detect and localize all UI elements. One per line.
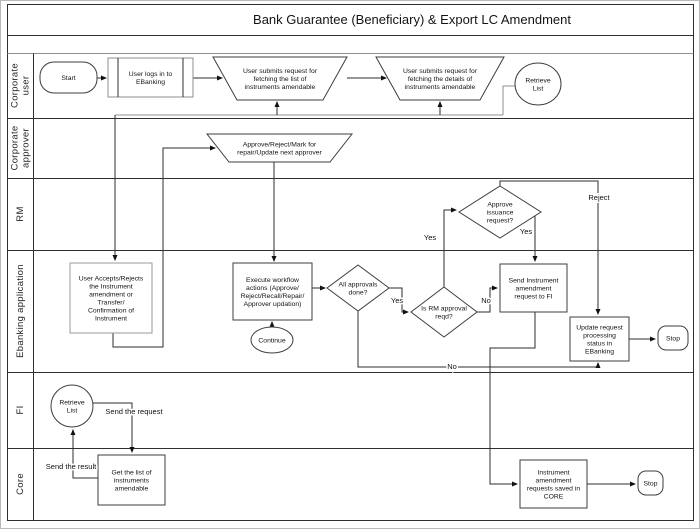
edge-retrieve-fi-to-get-list [93,402,135,453]
label-yes-all-approvals: Yes [391,296,403,305]
user-accepts-rejects-box-shape [69,262,153,334]
lane-corporate-user-label: Corporateuser [10,63,32,108]
label-send-the-result: Send the result [46,462,97,471]
login-ebanking-predefined-shape [107,57,194,98]
stop-terminator-core: Stop [637,470,664,496]
label-yes-is-rm: Yes [424,233,436,242]
all-approvals-diamond-shape [326,264,390,312]
lane-fi-label: FI [15,405,26,414]
send-instrument-box-shape [499,263,568,313]
page-title: Bank Guarantee (Beneficiary) & Export LC… [253,12,571,27]
lane-rm-label: RM [15,206,26,221]
stop-terminator-core-text: Stop [644,480,658,487]
continue-connector-text: Continue [258,337,285,344]
execute-workflow-box-shape [232,262,313,321]
edge-send-instrument-to-core [489,312,536,487]
label-send-the-request: Send the request [105,407,163,416]
submit-fetch-details-trapezoid-shape [375,56,505,101]
label-yes-approve-issuance: Yes [520,227,532,236]
lane-corporate-approver-label: Corporateapprover [10,126,32,171]
approve-reject-mark-trapezoid-shape [205,133,354,163]
stop-terminator-ebanking-shape [657,325,689,351]
label-reject: Reject [588,193,610,202]
start-terminator-text: Start [61,75,75,82]
continue-connector-shape [250,326,294,354]
label-no-is-rm: No [481,296,491,305]
submit-fetch-list-trapezoid-shape [212,56,348,101]
update-request-box-shape [569,316,630,362]
edge-all-approvals-no-to-update [357,311,601,368]
edge-is-rm-no-to-send-instrument [477,285,498,313]
edge-retrieve-top-elbow [502,85,516,115]
label-no-all-approvals: No [447,362,457,371]
edge-approve-issuance-reject-to-update [499,180,601,315]
lane-ebanking-application-label: Ebanking application [15,264,26,358]
stop-terminator-ebanking-text: Stop [666,335,680,342]
instrument-saved-box-shape [519,459,588,509]
edge-user-accepts-to-approve-reject [112,145,216,348]
start-terminator: Start [39,61,98,94]
stop-terminator-core-shape [637,470,664,496]
get-list-box-shape [97,454,166,506]
retrieve-list-connector-fi-shape [50,384,94,428]
lane-core-label: Core [15,473,26,495]
retrieve-list-connector-top-shape [514,62,562,106]
edge-get-list-to-retrieve-fi [70,429,98,479]
edge-is-rm-yes-to-approve-issuance [443,207,457,287]
continue-connector: Continue [250,326,294,354]
stop-terminator-ebanking: Stop [657,325,689,351]
start-terminator-shape [39,61,98,94]
approve-issuance-diamond-shape [458,185,542,239]
is-rm-approval-diamond-shape [410,286,478,338]
edge-all-approvals-yes-to-is-rm [389,287,409,315]
